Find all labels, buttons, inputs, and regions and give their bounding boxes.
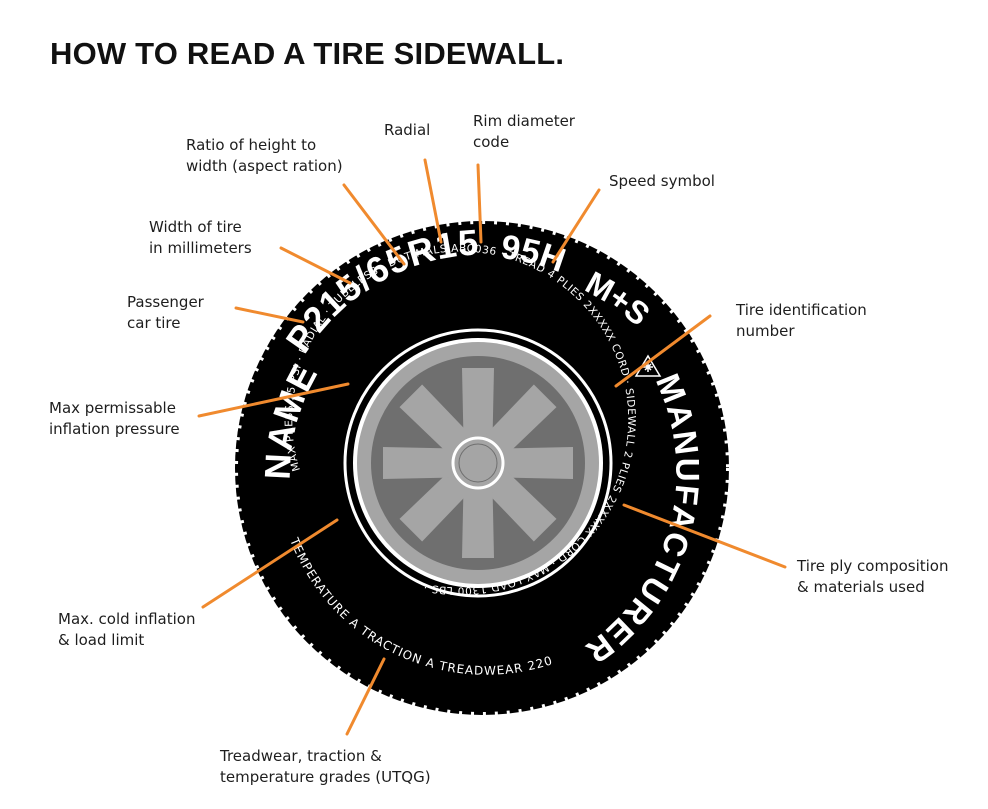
leader-ply xyxy=(622,503,787,569)
leader-utqg xyxy=(345,657,386,736)
leader-cold xyxy=(201,518,339,609)
leader-rim xyxy=(476,163,483,244)
label-max-inflation-pressure: Max permissable inflation pressure xyxy=(49,399,180,438)
label-passenger-car-tire: Passenger car tire xyxy=(127,293,204,332)
label-tire-identification: Tire identification number xyxy=(736,301,867,340)
label-aspect-ratio: Ratio of height to width (aspect ration) xyxy=(186,136,343,175)
leader-ratio xyxy=(342,183,406,266)
label-rim-diameter: Rim diameter code xyxy=(473,112,575,151)
leader-pressure xyxy=(197,382,350,418)
leader-passenger xyxy=(234,306,305,324)
leader-radial xyxy=(423,158,443,244)
leader-speed xyxy=(551,188,601,264)
label-radial: Radial xyxy=(384,121,431,139)
wheel-rim xyxy=(343,328,613,598)
leader-width xyxy=(279,246,352,285)
leader-lines xyxy=(197,158,787,736)
label-utqg: Treadwear, traction & temperature grades… xyxy=(220,747,431,786)
label-ply-composition: Tire ply composition & materials used xyxy=(797,557,949,596)
label-speed-symbol: Speed symbol xyxy=(609,172,715,190)
label-cold-inflation-load: Max. cold inflation & load limit xyxy=(58,610,196,649)
label-width-of-tire: Width of tire in millimeters xyxy=(149,218,252,257)
leader-tin xyxy=(614,314,712,388)
page-title: HOW TO READ A TIRE SIDEWALL. xyxy=(50,36,565,71)
